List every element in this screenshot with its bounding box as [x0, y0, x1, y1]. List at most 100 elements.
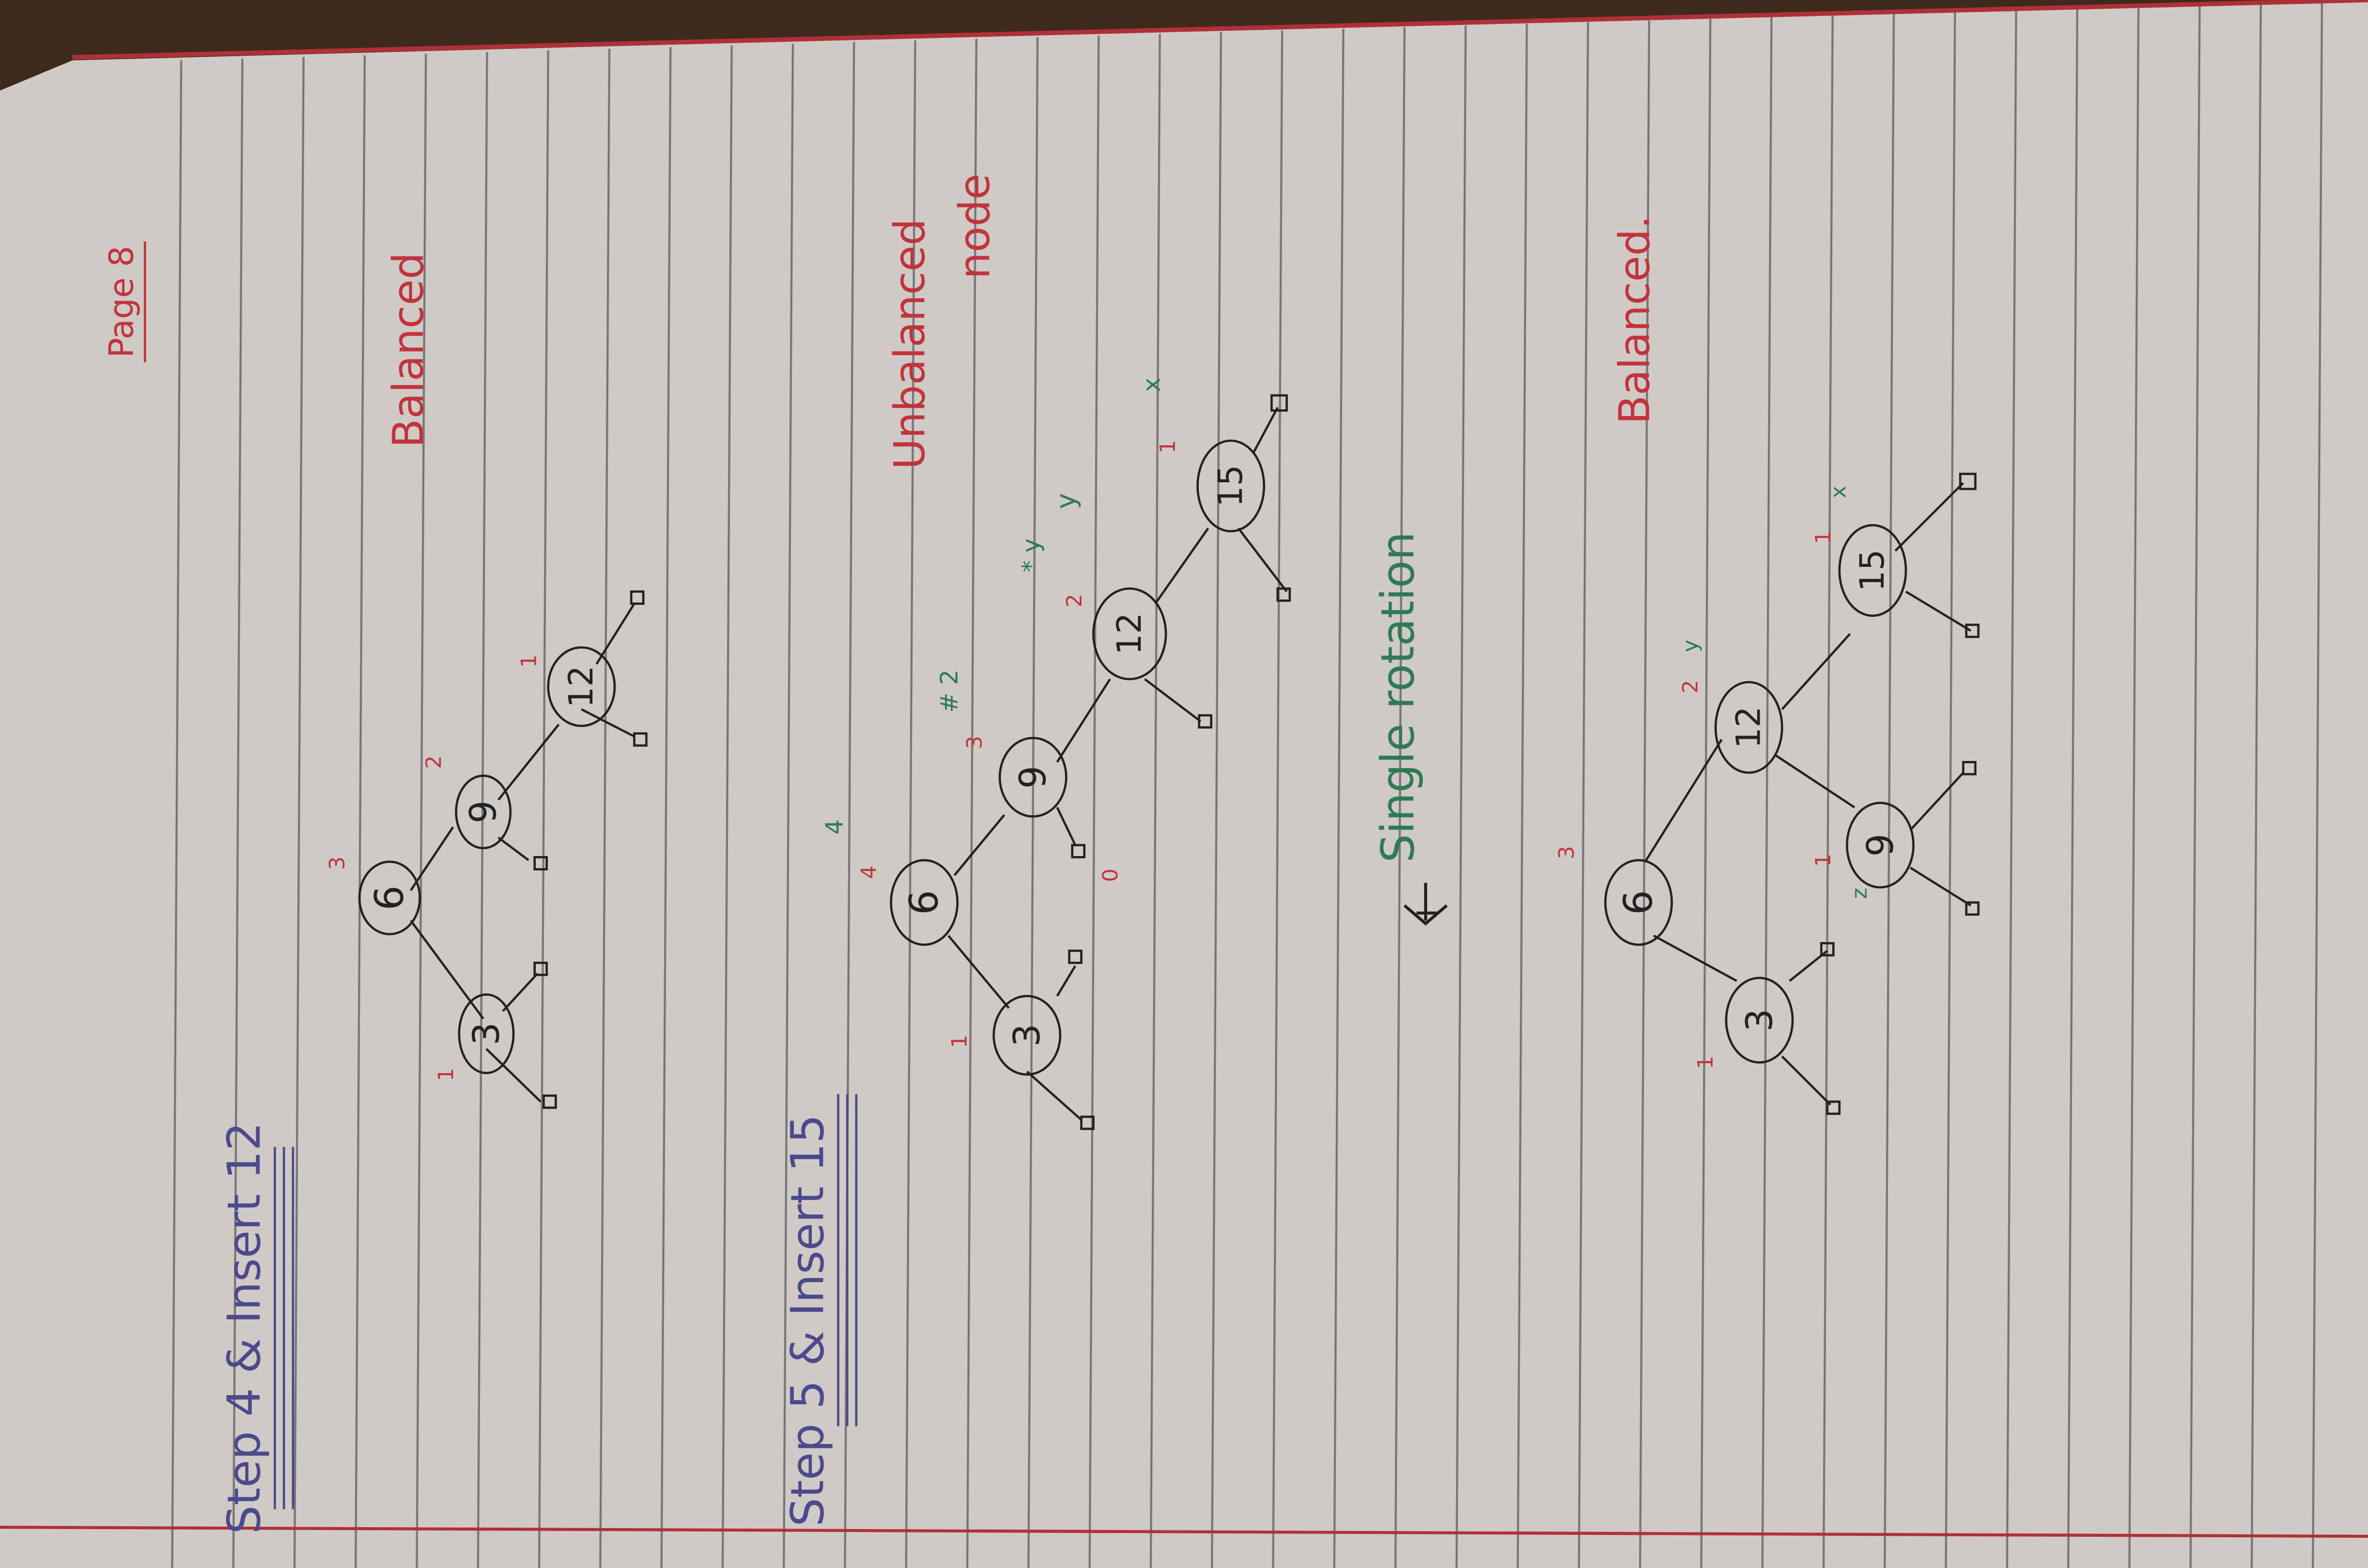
ruled-line: [1455, 25, 1467, 1568]
node-key: 15: [1211, 465, 1250, 507]
ruled-line: [2067, 9, 2079, 1568]
ruled-line: [1884, 13, 1895, 1568]
step-6-node-6: 6 3: [1554, 846, 1673, 946]
node-key: 6: [1616, 890, 1661, 915]
step-5-node-6: 6 4 4: [820, 820, 959, 946]
balance-factor: 3: [1554, 846, 1579, 859]
balance-factor: 1: [1156, 440, 1180, 453]
ruled-line: [1700, 19, 1712, 1568]
ruled-line: [1149, 34, 1161, 1568]
step-5-tree: [947, 394, 1291, 1130]
ruled-line: [2128, 7, 2140, 1568]
node-key: 12: [562, 665, 601, 708]
ruled-line: [2189, 5, 2201, 1568]
step-5-status-text: Unbalanced: [885, 219, 934, 469]
step-4-title: Step 4 & Insert 12: [219, 1122, 295, 1534]
balance-factor: 3: [962, 736, 987, 749]
step-4-status: Balanced: [383, 253, 433, 448]
ruled-line: [782, 44, 794, 1568]
ruled-line: [1822, 15, 1834, 1568]
step-4-status-text: Balanced: [383, 253, 433, 448]
balance-factor: 1: [1811, 530, 1836, 544]
step-5-node-3: 3 1: [947, 995, 1061, 1076]
page-label-text: Page 8: [103, 246, 141, 358]
ruled-line: [1517, 24, 1528, 1568]
ruled-line: [1639, 20, 1651, 1568]
step-6-node-9: 9 1 z: [1811, 801, 1915, 899]
balance-factor: 2: [422, 755, 446, 769]
ruled-lines: [171, 2, 2323, 1568]
ruled-line: [354, 55, 366, 1568]
ruled-line: [966, 38, 978, 1568]
rotation-label-text: Single rotation: [1372, 532, 1425, 863]
step-5-mark: 0: [1098, 869, 1123, 882]
step-5-extra-marks: 0 y x * y: [1016, 378, 1165, 882]
ruled-line: [171, 60, 183, 1568]
paper-top-edge: [72, 0, 2368, 60]
ruled-line: [721, 45, 733, 1568]
ruled-line: [1394, 27, 1406, 1568]
step-6-mark: x: [1826, 486, 1851, 498]
balance-factor: 4: [857, 866, 881, 879]
step-4-node-9: 9 2: [422, 755, 512, 849]
ruled-line: [660, 47, 672, 1568]
node-key: 3: [1738, 1009, 1780, 1032]
ruled-line: [905, 40, 916, 1568]
step-5-title-text: Step 5 & Insert 15: [782, 1115, 834, 1527]
node-key: 12: [1110, 612, 1149, 655]
balance-factor: 2: [1062, 594, 1086, 607]
ruled-line: [232, 59, 244, 1568]
balance-factor: 1: [947, 1035, 972, 1048]
ruled-line: [1333, 28, 1344, 1568]
step-5-node-15: 15 1: [1156, 439, 1265, 533]
ruled-line: [1945, 12, 1956, 1568]
step-5-status-text: node: [950, 173, 999, 279]
ruled-line: [2250, 4, 2262, 1568]
step-6-node-15: 15 1 x: [1811, 486, 1907, 617]
node-key: 6: [367, 885, 412, 910]
step-6-tree: [1645, 473, 1980, 1115]
step-6-node-12: 12 2 y: [1678, 640, 1783, 774]
balance-factor: 1: [517, 654, 542, 668]
ruled-line: [1088, 35, 1100, 1568]
ruled-line: [293, 57, 305, 1568]
step-5-node-12: 12 2: [1062, 587, 1167, 681]
node-key: 9: [1859, 833, 1901, 857]
step-5-mark: y: [1051, 493, 1082, 509]
node-key: 15: [1853, 550, 1892, 592]
ruled-line: [416, 53, 427, 1568]
margin-line: [0, 1526, 2368, 1538]
step-6-mark: z: [1848, 888, 1872, 899]
balance-factor: 3: [325, 857, 350, 870]
step-4-node-3: 3 1: [434, 993, 515, 1081]
ruled-line: [477, 52, 488, 1568]
ruled-line: [1027, 37, 1039, 1568]
rotation-label: Single rotation: [1372, 532, 1425, 863]
step-4-node-6: 6 3: [325, 857, 421, 935]
step-6-status: Balanced.: [1610, 216, 1659, 425]
step-6-node-3: 3 1: [1693, 977, 1794, 1069]
ruled-line: [599, 49, 611, 1568]
step-4-node-12: 12 1: [517, 646, 616, 727]
step-5-status: Unbalanced node: [885, 173, 999, 469]
ruled-line: [1272, 30, 1283, 1568]
node-key: 3: [465, 1022, 507, 1045]
node-key: 12: [1729, 706, 1768, 748]
step-5-mark: * y: [1016, 539, 1045, 573]
step-4-tree: [409, 590, 648, 1109]
ruled-line: [538, 50, 550, 1568]
step-5-mark: 4: [820, 820, 849, 835]
node-key: 9: [1012, 766, 1054, 789]
step-6-status-text: Balanced.: [1610, 216, 1659, 425]
step-5-mark: # 2: [935, 670, 963, 713]
balance-factor: 2: [1678, 680, 1703, 693]
ruled-line: [1210, 32, 1222, 1568]
step-4-title-text: Step 4 & Insert 12: [219, 1122, 271, 1534]
rotation-arrow: [1403, 882, 1448, 926]
ruled-line: [2312, 2, 2323, 1568]
step-5-mark: x: [1137, 378, 1166, 392]
step-5-node-9: 9 3 # 2: [935, 670, 1068, 818]
ruled-line: [1578, 22, 1589, 1568]
